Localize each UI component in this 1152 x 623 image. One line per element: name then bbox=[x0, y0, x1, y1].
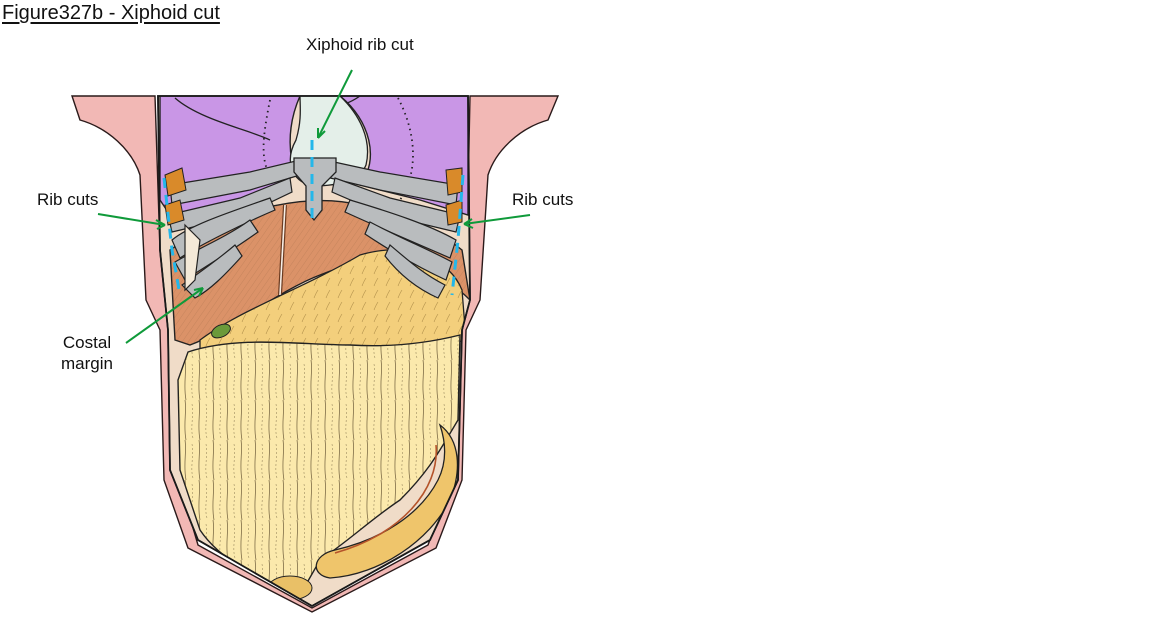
right-rib-cut-line bbox=[450, 174, 465, 296]
label-rib-cuts-left: Rib cuts bbox=[37, 190, 99, 209]
xiphoid-arrow bbox=[317, 69, 353, 139]
costal-margin-arrow bbox=[125, 287, 204, 344]
rib-cage-right bbox=[321, 159, 461, 299]
cut-lines bbox=[162, 140, 465, 296]
label-costal-line1: Costal bbox=[62, 333, 112, 352]
label-xiphoid-rib-cut: Xiphoid rib cut bbox=[306, 35, 414, 54]
xiphoid-process bbox=[293, 157, 337, 222]
rib-cuts-left-arrow bbox=[97, 213, 166, 230]
gallbladder bbox=[211, 323, 231, 339]
label-costal-margin: Costal margin bbox=[52, 332, 122, 374]
figure-title: Figure327b - Xiphoid cut bbox=[2, 2, 220, 24]
label-rib-cuts-right: Rib cuts bbox=[512, 190, 574, 209]
rib-cuts-right-arrow bbox=[463, 214, 531, 229]
left-rib-cut-line bbox=[162, 177, 182, 296]
annotation-arrows bbox=[97, 69, 531, 344]
label-costal-line2: margin bbox=[61, 354, 113, 373]
